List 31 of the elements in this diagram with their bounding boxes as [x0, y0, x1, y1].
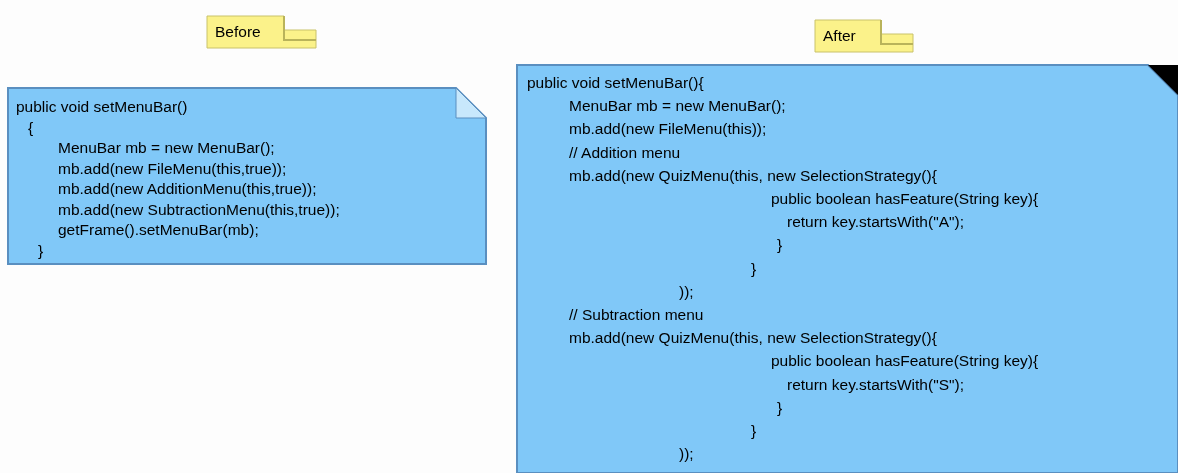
code-line: public void setMenuBar(){ [527, 73, 704, 93]
code-line: mb.add(new AdditionMenu(this,true)); [58, 179, 317, 199]
note-tag [815, 20, 915, 52]
code-line: MenuBar mb = new MenuBar(); [569, 96, 786, 117]
code-line: } [751, 421, 757, 441]
code-line: public void setMenuBar() [16, 97, 188, 117]
code-line: } [751, 258, 757, 279]
code-note [8, 88, 486, 264]
code-line: return key.startsWith("A"); [787, 212, 964, 233]
code-line: )); [679, 444, 694, 465]
code-line: )); [679, 281, 694, 302]
code-line: return key.startsWith("S"); [787, 374, 964, 395]
code-line: } [38, 240, 44, 261]
code-note [517, 65, 1178, 473]
note-tag [207, 16, 318, 48]
code-line: } [777, 397, 783, 418]
code-line: mb.add(new QuizMenu(this, new SelectionStrategy(){ [569, 165, 937, 186]
code-line: mb.add(new QuizMenu(this, new SelectionStrategy(){ [569, 328, 937, 349]
code-line: public boolean hasFeature(String key){ [771, 189, 1039, 209]
tag-label: After [823, 26, 856, 46]
code-line: // Addition menu [569, 142, 681, 163]
code-line: public boolean hasFeature(String key){ [771, 351, 1039, 372]
code-line: mb.add(new FileMenu(this,true)); [58, 158, 287, 179]
code-line: // Subtraction menu [569, 305, 704, 325]
code-line: } [777, 235, 783, 256]
code-line: mb.add(new FileMenu(this)); [569, 119, 767, 140]
code-line: getFrame().setMenuBar(mb); [58, 220, 259, 240]
code-line: mb.add(new SubtractionMenu(this,true)); [58, 199, 340, 220]
code-line: MenuBar mb = new MenuBar(); [58, 138, 275, 158]
code-line: { [28, 117, 34, 138]
tag-label: Before [215, 22, 261, 42]
